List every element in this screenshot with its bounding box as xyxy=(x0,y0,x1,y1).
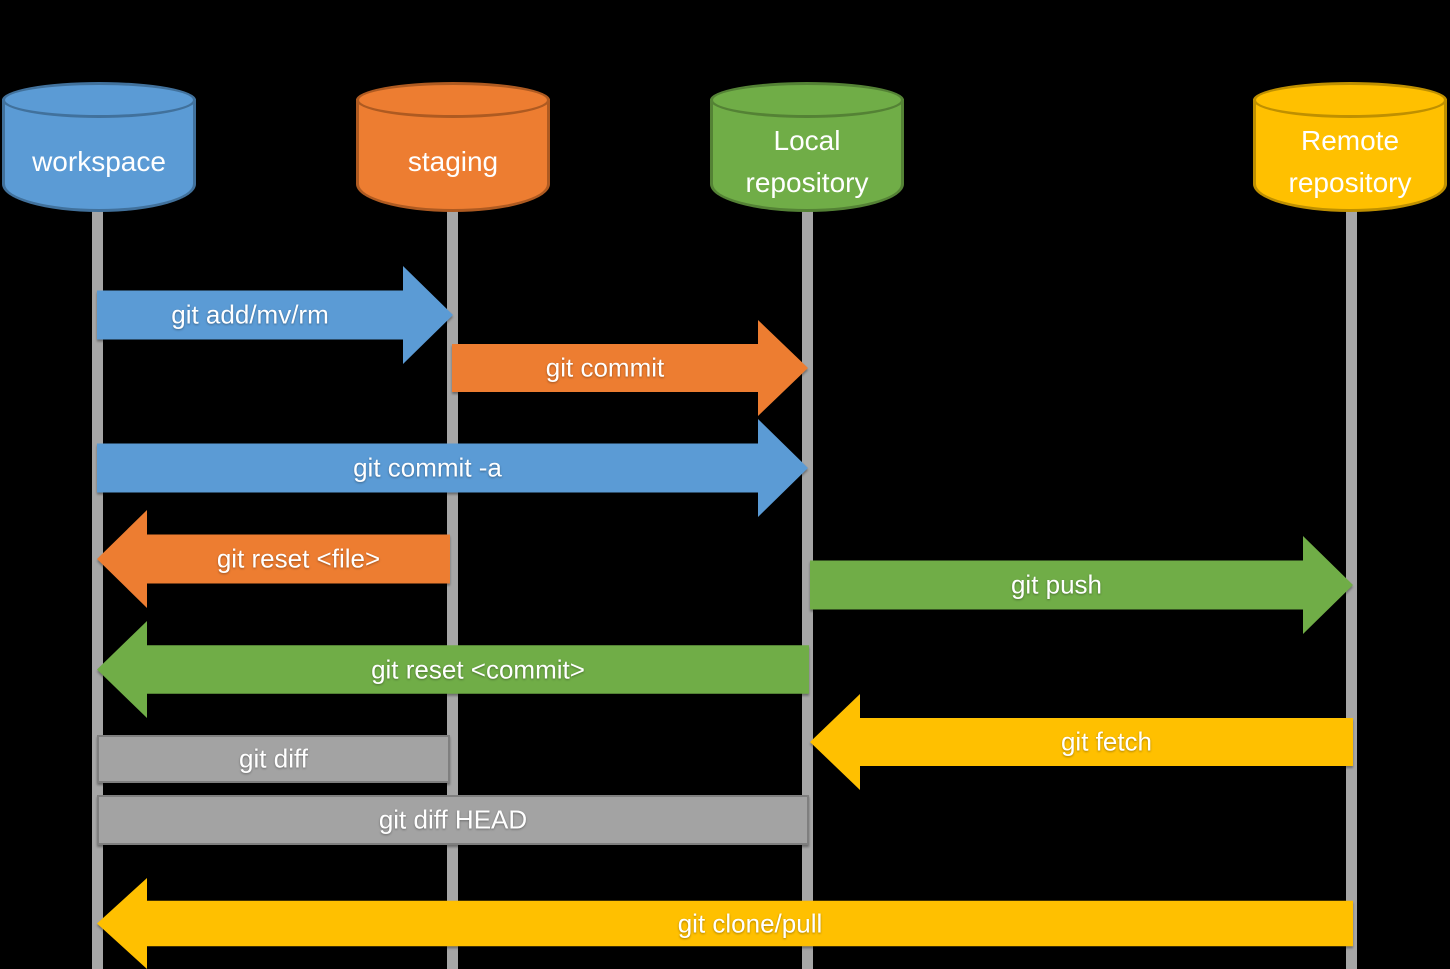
flow-label: git commit xyxy=(545,352,665,383)
flow-git-reset-file: git reset <file> xyxy=(97,510,450,608)
node-label: workspace xyxy=(32,146,166,177)
flow-git-reset-commit: git reset <commit> xyxy=(97,621,809,718)
lifeline-local-repository xyxy=(802,205,813,969)
flow-git-clone-pull: git clone/pull xyxy=(97,878,1353,969)
flow-label: git fetch xyxy=(1060,726,1153,757)
flow-git-push: git push xyxy=(810,536,1353,634)
bar-shape xyxy=(97,795,809,845)
flow-label: git add/mv/rm xyxy=(171,299,329,330)
cylinder-top-ellipse xyxy=(1253,82,1447,118)
flow-label: git diff xyxy=(239,743,308,774)
lifeline-staging xyxy=(447,205,458,969)
node-label: Local repository xyxy=(745,125,869,198)
node-remote-repository: Remote repository xyxy=(1253,82,1447,212)
lifeline-workspace xyxy=(92,205,103,969)
flow-git-diff: git diff xyxy=(97,735,450,783)
flow-git-fetch: git fetch xyxy=(810,694,1353,790)
flow-label: git push xyxy=(1010,569,1103,600)
flow-label: git reset <file> xyxy=(216,543,381,574)
cylinder-top-ellipse xyxy=(2,82,196,118)
cylinder-top-ellipse xyxy=(710,82,904,118)
flow-git-diff-head: git diff HEAD xyxy=(97,795,809,845)
flow-label: git clone/pull xyxy=(677,908,823,938)
node-label: staging xyxy=(407,146,499,177)
node-workspace: workspace xyxy=(2,82,196,212)
flow-git-commit-a: git commit -a xyxy=(97,419,808,517)
node-label: Remote repository xyxy=(1288,125,1412,198)
node-local-repository: Local repository xyxy=(710,82,904,212)
node-staging: staging xyxy=(356,82,550,212)
bar-shape xyxy=(97,735,450,783)
flow-git-commit: git commit xyxy=(452,320,808,416)
flow-label: git reset <commit> xyxy=(371,654,585,684)
cylinder-top-ellipse xyxy=(356,82,550,118)
flow-label: git diff HEAD xyxy=(378,804,528,835)
flow-git-add-mv-rm: git add/mv/rm xyxy=(97,266,453,364)
lifeline-remote-repository xyxy=(1346,205,1357,969)
flow-label: git commit -a xyxy=(353,452,502,483)
cylinder-shape xyxy=(710,99,904,212)
